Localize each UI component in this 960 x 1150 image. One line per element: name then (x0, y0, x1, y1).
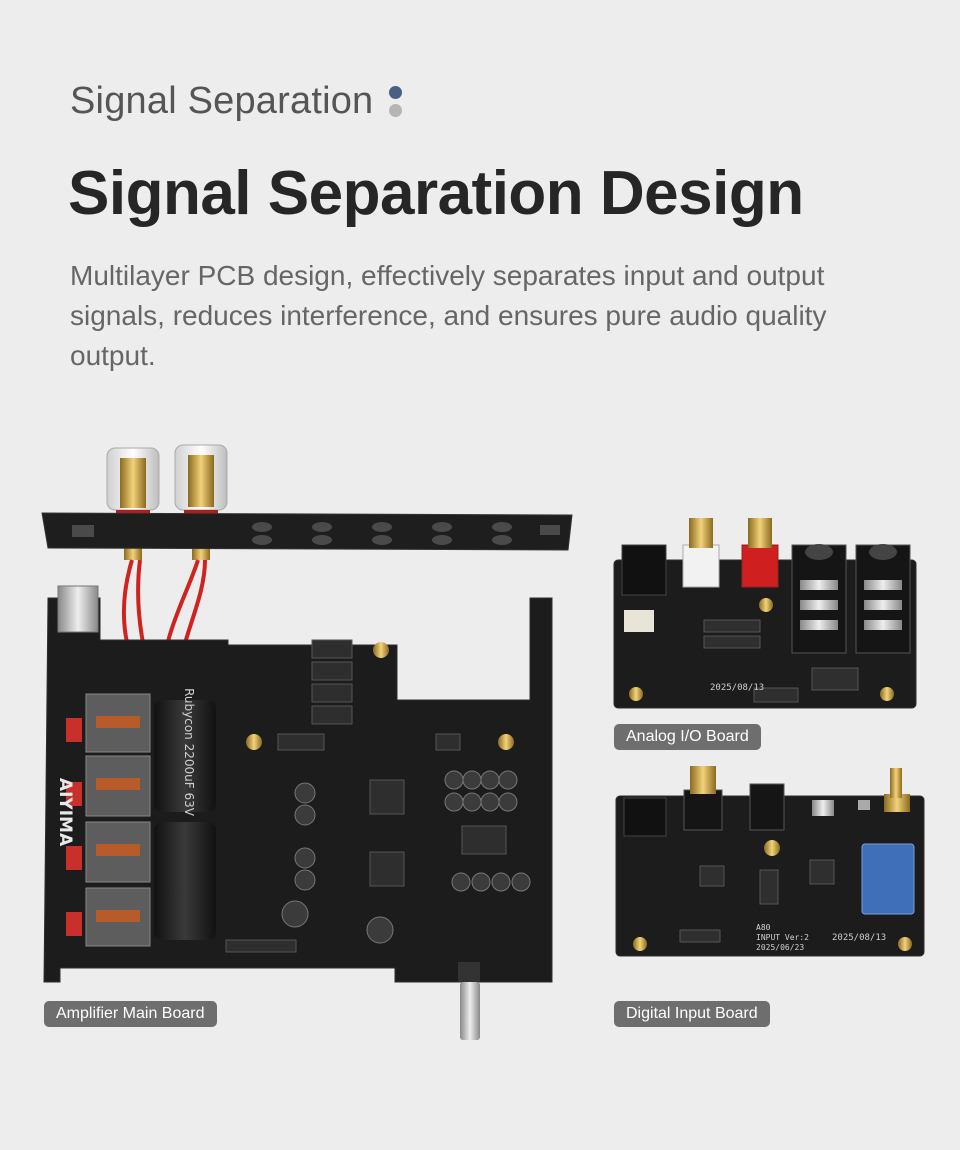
inductor-bank (66, 693, 151, 947)
decorative-dots-icon (389, 86, 403, 117)
digital-input-board-label: Digital Input Board (614, 1001, 770, 1027)
brand-logo: AIYIMA (55, 778, 75, 847)
analog-board-date: 2025/08/13 (710, 683, 764, 693)
eyebrow-text: Signal Separation (70, 80, 374, 122)
analog-io-board: 2025/08/13 (613, 518, 917, 709)
page-description: Multilayer PCB design, effectively separ… (70, 260, 827, 371)
digital-board-version: INPUT Ver:2 (756, 933, 809, 942)
page-title: Signal Separation Design (68, 159, 804, 228)
digital-board-date-right: 2025/08/13 (832, 933, 886, 943)
analog-io-board-label: Analog I/O Board (614, 724, 761, 750)
capacitor-marking: Rubycon 2200uF 63V (182, 688, 196, 817)
amplifier-main-board: Rubycon 2200uF 63V AIYIMA (41, 444, 573, 1040)
digital-board-model: A80 (756, 923, 771, 932)
jack-left (791, 544, 847, 654)
jack-right (855, 544, 911, 654)
eyebrow-heading: Signal Separation (70, 80, 403, 123)
amplifier-main-board-label: Amplifier Main Board (44, 1001, 217, 1027)
digital-board-date-left: 2025/06/23 (756, 943, 804, 952)
digital-input-board: A80 INPUT Ver:2 2025/06/23 2025/08/13 (615, 766, 925, 957)
